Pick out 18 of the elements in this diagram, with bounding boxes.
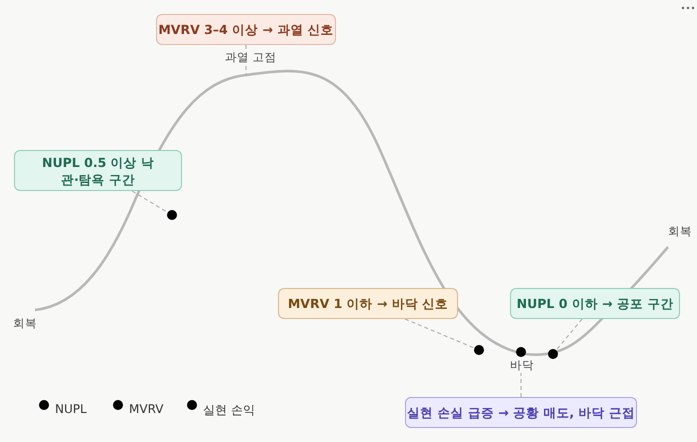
callout-box: 실현 손실 급증 → 공황 매도, 바닥 근접 [405, 397, 637, 428]
leader-line [404, 318, 475, 349]
curve-label: 바닥 [509, 358, 535, 373]
legend-label: NUPL [55, 402, 87, 416]
callout-box: NUPL 0 이하 → 공포 구간 [510, 288, 680, 319]
data-dot [474, 345, 484, 355]
curve-label: 회복 [12, 316, 38, 331]
leader-line [556, 318, 583, 351]
callout-box: NUPL 0.5 이상 낙관·탐욕 구간 [14, 150, 182, 191]
data-dot [516, 347, 526, 357]
callout-box: MVRV 1 이하 → 바닥 신호 [278, 288, 458, 319]
leader-line [132, 190, 168, 213]
data-dot [167, 210, 177, 220]
curve-label: 회복 [667, 224, 693, 239]
legend-label: 실현 손익 [203, 402, 255, 419]
legend-label: MVRV [129, 402, 164, 416]
callout-box: MVRV 3–4 이상 → 과열 신호 [156, 14, 336, 45]
data-dot [548, 349, 558, 359]
